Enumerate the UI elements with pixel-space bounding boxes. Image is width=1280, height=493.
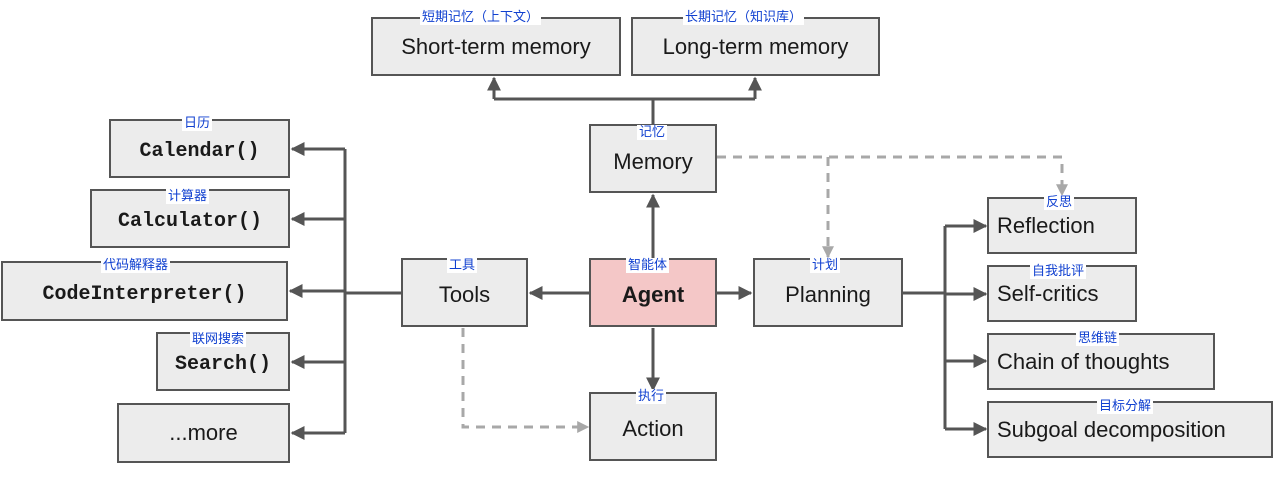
memory-tag: 记忆 (637, 125, 668, 140)
tools-tag: 工具 (447, 258, 478, 273)
code-interpreter-tool-tag: 代码解释器 (101, 258, 171, 273)
long-term-memory-node[interactable]: Long-term memory (631, 17, 880, 76)
edge-memory-reflection-dashed (717, 155, 1068, 197)
planning-tag: 计划 (810, 258, 841, 273)
action-tag: 执行 (636, 389, 667, 404)
agent-tag: 智能体 (626, 258, 670, 273)
calculator-tool-node[interactable]: Calculator() (90, 189, 290, 248)
reflection-tag: 反思 (1044, 195, 1075, 210)
short-term-memory-tag: 短期记忆（上下文） (420, 10, 542, 25)
long-term-memory-tag: 长期记忆（知识库） (683, 10, 805, 25)
short-term-memory-node[interactable]: Short-term memory (371, 17, 621, 76)
calculator-tool-tag: 计算器 (166, 189, 210, 204)
search-tool-tag: 联网搜索 (190, 332, 247, 347)
subgoal-decomposition-node[interactable]: Subgoal decomposition (987, 401, 1273, 458)
edge-tools-action-dashed (461, 328, 590, 433)
chain-of-thoughts-tag: 思维链 (1076, 331, 1120, 346)
more-tools-node[interactable]: ...more (117, 403, 290, 463)
calendar-tool-tag: 日历 (182, 116, 213, 131)
self-critics-tag: 自我批评 (1030, 264, 1087, 279)
subgoal-decomposition-tag: 目标分解 (1097, 399, 1154, 414)
memory-node[interactable]: Memory (589, 124, 717, 193)
